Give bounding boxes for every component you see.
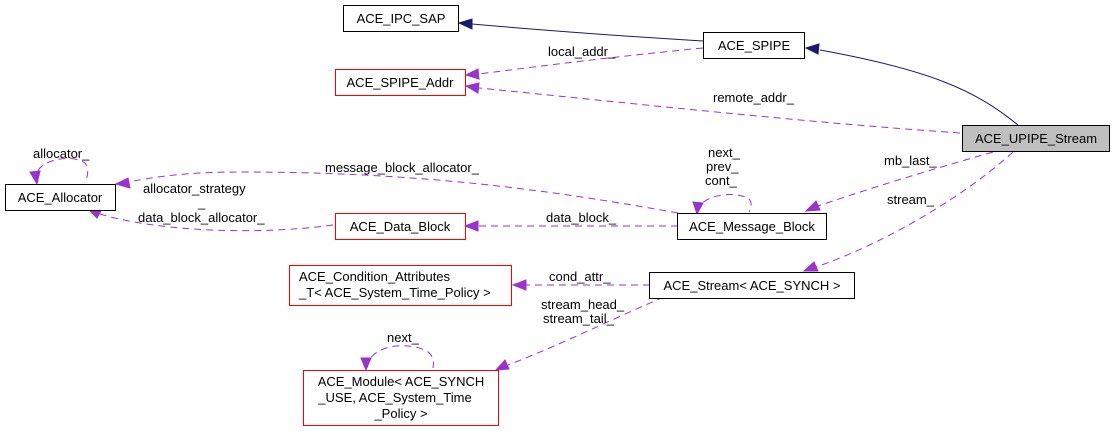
label-stream-head: stream_head_ (541, 297, 625, 312)
edge-mb-last (817, 151, 994, 207)
node-ace-allocator[interactable]: ACE_Allocator (5, 184, 116, 211)
arrowhead-cond-attr (511, 279, 527, 291)
label-stream-tail: stream_tail_ (543, 311, 615, 326)
edge-module-self (366, 345, 434, 369)
arrowhead-allocator-self (29, 170, 41, 186)
label-local-addr: local_addr_ (548, 44, 616, 59)
label-prev: prev_ (706, 159, 739, 174)
label-allocator-strategy: allocator_strategy (143, 181, 246, 196)
edge-upipe-to-spipe (819, 49, 1019, 126)
node-ace-module[interactable]: ACE_Module< ACE_SYNCH _USE, ACE_System_T… (303, 370, 499, 426)
node-ace-module-label-3: _Policy > (373, 406, 427, 421)
label-data-block-allocator: data_block_allocator_ (138, 210, 265, 225)
node-ace-stream[interactable]: ACE_Stream< ACE_SYNCH > (649, 272, 855, 299)
node-ace-spipe-label: ACE_SPIPE (718, 38, 791, 53)
node-ace-stream-label: ACE_Stream< ACE_SYNCH > (663, 278, 840, 293)
label-cont: cont_ (705, 173, 738, 188)
label-next: next_ (708, 145, 741, 160)
node-ace-module-label-1: ACE_Module< ACE_SYNCH (318, 374, 485, 389)
node-ace-data-block-label: ACE_Data_Block (350, 219, 451, 234)
label-allocator-strategy-2: _ (197, 195, 206, 210)
node-ace-spipe-addr-label: ACE_SPIPE_Addr (347, 75, 455, 90)
node-ace-allocator-label: ACE_Allocator (18, 190, 103, 205)
edge-message-block-self (696, 194, 752, 213)
edge-stream (815, 151, 1014, 268)
arrowhead-message-block-self (692, 201, 704, 216)
node-ace-ipc-sap[interactable]: ACE_IPC_SAP (343, 5, 459, 32)
arrowhead-module-self (360, 357, 372, 372)
node-ace-condition-attributes-label-1: ACE_Condition_Attributes (299, 269, 451, 284)
arrowhead-message-block-allocator (114, 177, 131, 189)
edge-remote-addr (478, 87, 961, 134)
edge-spipe-to-ipc-sap (471, 23, 704, 42)
label-data-block: data_block_ (546, 210, 617, 225)
label-allocator-self: allocator_ (33, 146, 90, 161)
edge-message-block-allocator (127, 171, 679, 214)
node-ace-condition-attributes[interactable]: ACE_Condition_Attributes _T< ACE_System_… (289, 265, 512, 306)
node-ace-ipc-sap-label: ACE_IPC_SAP (357, 11, 446, 26)
node-ace-module-label-2: _USE, ACE_System_Time (317, 390, 471, 405)
arrowhead-stream-head-tail (494, 359, 510, 371)
arrowhead-remote-addr (464, 82, 480, 94)
edge-data-block-allocator (99, 213, 334, 232)
edge-local-addr (478, 47, 704, 75)
edge-allocator-self (35, 157, 89, 184)
label-message-block-allocator: message_block_allocator_ (325, 160, 480, 175)
node-ace-spipe[interactable]: ACE_SPIPE (703, 32, 805, 59)
arrowhead-data-block (463, 220, 479, 232)
label-stream: stream_ (887, 192, 935, 207)
label-remote-addr: remote_addr_ (713, 90, 795, 105)
node-ace-message-block[interactable]: ACE_Message_Block (677, 213, 827, 240)
arrowhead-ipc-sap (457, 18, 473, 30)
node-ace-condition-attributes-label-2: _T< ACE_System_Time_Policy > (298, 285, 491, 300)
arrowhead-local-addr (464, 68, 480, 80)
arrowhead-spipe (804, 43, 820, 55)
node-ace-data-block[interactable]: ACE_Data_Block (335, 213, 466, 240)
node-ace-message-block-label: ACE_Message_Block (689, 219, 815, 234)
node-ace-upipe-stream[interactable]: ACE_UPIPE_Stream (962, 125, 1110, 152)
node-ace-upipe-stream-label: ACE_UPIPE_Stream (975, 131, 1097, 146)
edge-stream-head-tail (507, 296, 665, 366)
arrowhead-mb-last (804, 200, 821, 212)
label-cond-attr: cond_attr_ (549, 269, 611, 284)
label-mb-last: mb_last_ (884, 153, 938, 168)
node-ace-spipe-addr[interactable]: ACE_SPIPE_Addr (335, 69, 466, 96)
label-module-next: next_ (387, 330, 420, 345)
arrowhead-stream (802, 261, 819, 272)
